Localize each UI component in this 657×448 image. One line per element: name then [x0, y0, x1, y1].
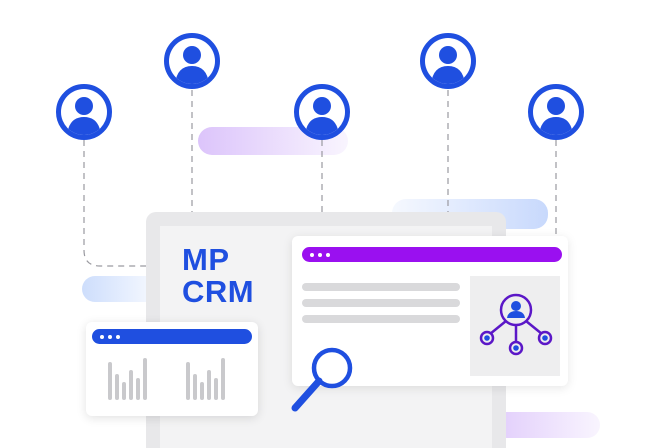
connector-left: [83, 140, 146, 267]
brand-logo: MP CRM: [182, 244, 254, 308]
text-placeholder-line: [302, 315, 460, 323]
chart-bar: [200, 382, 204, 400]
chart-bar: [193, 374, 197, 400]
user-avatar-4: [420, 33, 476, 89]
user-avatar-3: [294, 84, 350, 140]
stats-window-titlebar: [92, 329, 252, 344]
brand-line-1: MP: [182, 242, 230, 277]
text-placeholder-line: [302, 283, 460, 291]
user-circle-icon: [305, 97, 339, 135]
window-dot: [310, 252, 314, 257]
window-dot: [100, 334, 104, 339]
chart-bar: [207, 370, 211, 400]
chart-bar: [221, 358, 225, 400]
brand-line-2: CRM: [182, 274, 255, 309]
window-dot: [108, 334, 112, 339]
text-placeholder-line: [302, 299, 460, 307]
crm-window-titlebar: [302, 247, 562, 262]
chart-bar: [108, 362, 112, 400]
chart-bar: [186, 362, 190, 400]
user-network-icon: [479, 293, 553, 356]
chart-bar: [122, 382, 126, 400]
user-avatar-1: [56, 84, 112, 140]
user-avatar-2: [164, 33, 220, 89]
chart-bar: [129, 370, 133, 400]
user-circle-icon: [431, 46, 465, 84]
chart-bar: [214, 378, 218, 400]
magnifier-icon: [291, 347, 353, 412]
user-circle-icon: [175, 46, 209, 84]
window-dot: [318, 252, 322, 257]
chart-bar: [143, 358, 147, 400]
user-circle-icon: [67, 97, 101, 135]
chart-bar: [136, 378, 140, 400]
network-panel: [470, 276, 560, 376]
window-dot: [116, 334, 120, 339]
user-circle-icon: [539, 97, 573, 135]
window-dot: [326, 252, 330, 257]
chart-bar: [115, 374, 119, 400]
user-avatar-5: [528, 84, 584, 140]
